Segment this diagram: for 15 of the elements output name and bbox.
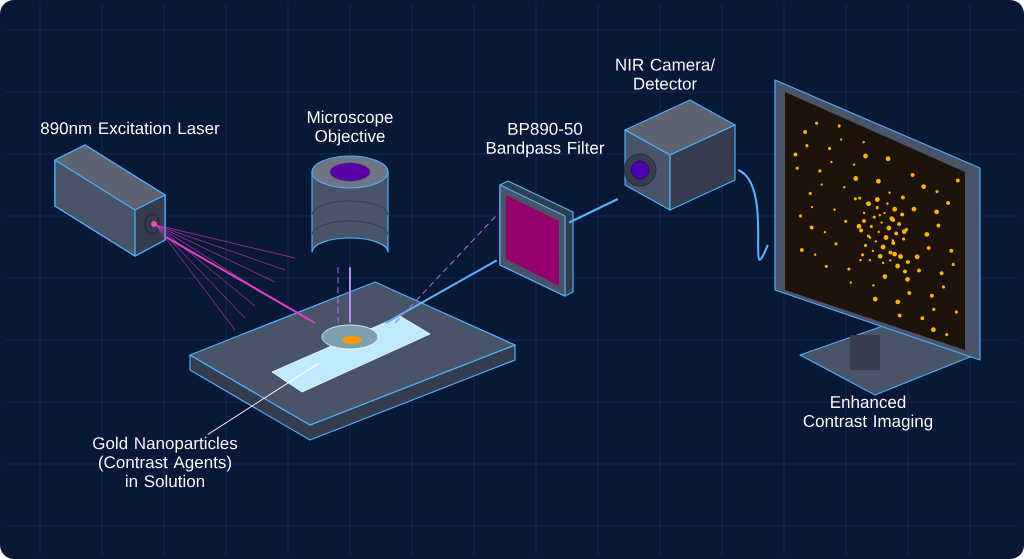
leader-line — [207, 362, 320, 436]
callout-label: Gold Nanoparticles (Contrast Agents) in Solution — [93, 436, 238, 488]
light-beam — [394, 214, 498, 324]
device-label: 890nm Excitation Laser — [40, 121, 220, 135]
device-label: Microscope Objective — [307, 110, 393, 146]
light-beam — [568, 198, 619, 224]
light-beam — [737, 169, 769, 261]
light-beam — [155, 224, 316, 331]
light-beam — [384, 259, 498, 324]
light-beam — [337, 266, 339, 324]
slide-drawing — [271, 315, 431, 393]
light-beam — [349, 266, 351, 324]
device-label: Enhanced Contrast Imaging — [803, 395, 933, 431]
device-label: NIR Camera/ Detector — [616, 58, 716, 90]
device-label: BP890-50 Bandpass Filter — [486, 122, 605, 158]
